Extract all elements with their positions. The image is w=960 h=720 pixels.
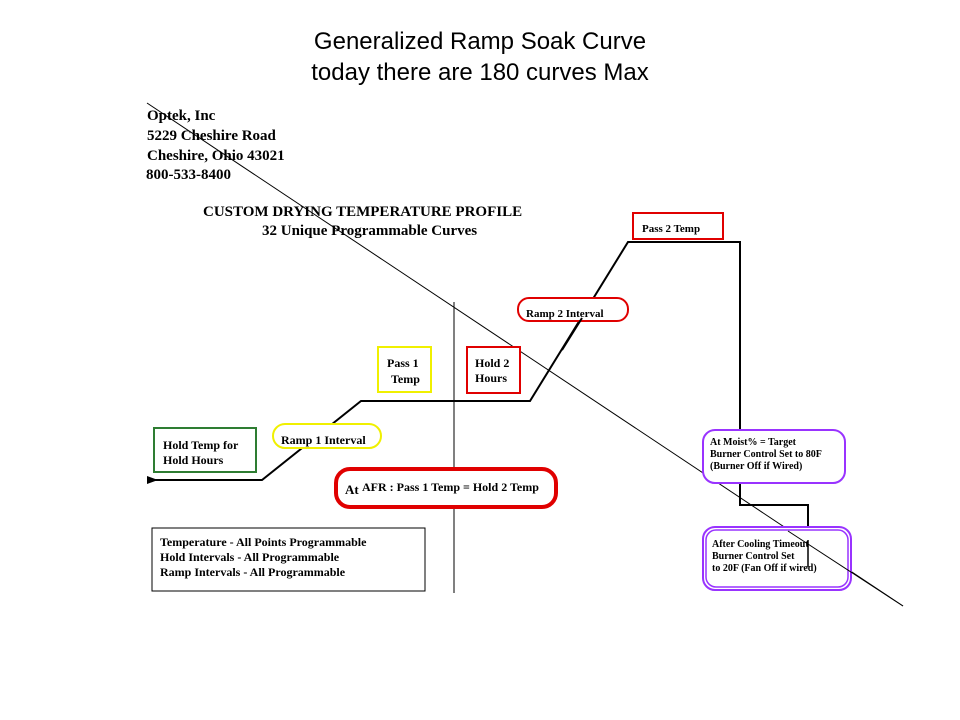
ramp1-label: Ramp 1 Interval	[281, 433, 366, 447]
ramp2-label: Ramp 2 Interval	[526, 308, 604, 320]
start-arrow-icon	[147, 476, 158, 484]
pass2-box	[632, 212, 724, 240]
temperature-curve	[152, 241, 826, 568]
moist-label-3: (Burner Off if Wired)	[710, 461, 803, 472]
hold-temp-label-1: Hold Temp for	[163, 438, 239, 452]
hold2-label-2: Hours	[475, 371, 508, 385]
hold2-box	[466, 346, 521, 394]
pass1-label-2: Temp	[391, 372, 420, 386]
pass1-label-1: Pass 1	[387, 356, 419, 370]
ramp1-box	[272, 423, 382, 449]
diagonal-overlay	[787, 530, 904, 607]
slide-title: Generalized Ramp Soak Curve	[313, 28, 647, 55]
hold-temp-label-2: Hold Hours	[163, 453, 224, 467]
cooling-label-1: After Cooling Timeout	[712, 539, 809, 550]
moist-label-1: At Moist% = Target	[710, 437, 796, 448]
cooling-box-outer	[702, 526, 852, 591]
afr-prefix: At	[345, 482, 359, 497]
diagonal-line	[146, 102, 904, 607]
cooling-label-3: to 20F (Fan Off if wired)	[712, 563, 817, 574]
company-street: 5229 Cheshire Road	[147, 128, 276, 144]
legend-line-3: Ramp Intervals - All Programmable	[160, 565, 346, 579]
legend-line-2: Hold Intervals - All Programmable	[160, 550, 340, 564]
company-city: Cheshire, Ohio 43021	[147, 148, 285, 164]
hold-temp-box	[153, 427, 257, 473]
company-name: Optek, Inc	[147, 108, 216, 124]
ramp2-box	[517, 297, 629, 322]
moist-label-2: Burner Control Set to 80F	[710, 449, 822, 460]
afr-label: AFR : Pass 1 Temp = Hold 2 Temp	[362, 480, 539, 494]
moist-box	[702, 429, 846, 484]
pass1-box	[377, 346, 432, 393]
cooling-box-inner	[705, 529, 849, 588]
legend-box	[151, 527, 426, 592]
legend-line-1: Temperature - All Points Programmable	[160, 535, 367, 549]
company-phone: 800-533-8400	[146, 167, 231, 183]
slide-subtitle: today there are 180 curves Max	[311, 59, 649, 86]
profile-subheading: 32 Unique Programmable Curves	[262, 223, 478, 239]
ramp2-curve-overlay	[561, 317, 583, 351]
hold2-label-1: Hold 2	[475, 356, 510, 370]
pass2-label: Pass 2 Temp	[642, 223, 701, 235]
afr-box	[334, 467, 558, 509]
profile-heading: CUSTOM DRYING TEMPERATURE PROFILE	[203, 204, 523, 220]
cooling-label-2: Burner Control Set	[712, 551, 795, 562]
